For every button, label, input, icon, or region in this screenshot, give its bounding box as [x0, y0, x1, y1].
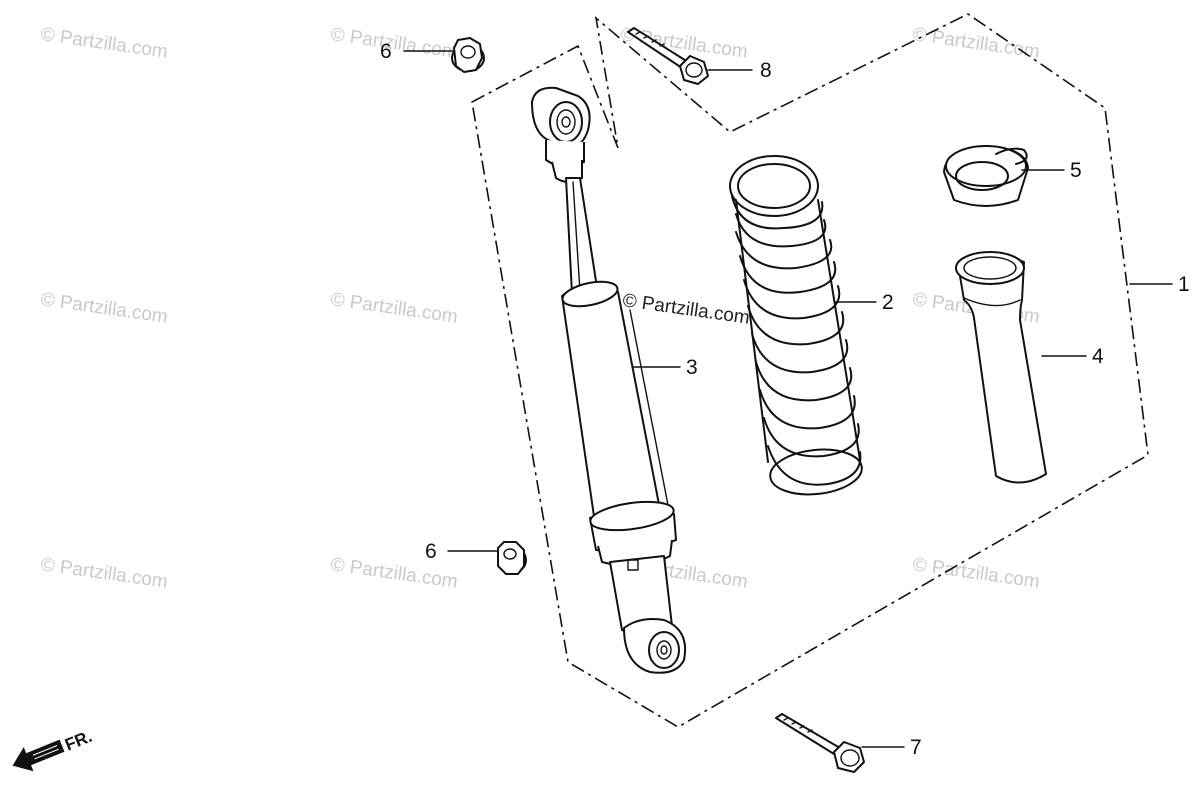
arrow-left-icon [12, 739, 65, 772]
leader-lines [403, 50, 1173, 748]
watermark-center: © Partzilla.com [621, 290, 751, 329]
watermark: © Partzilla.com [329, 24, 459, 63]
front-label: FR. [62, 727, 95, 755]
front-direction-indicator: FR. [12, 727, 95, 772]
stopper-ring [943, 145, 1029, 207]
assembly-outline [471, 13, 1149, 728]
bolt-upper [627, 27, 709, 85]
flange-nut-lower [497, 541, 527, 575]
callout-1: 1 [1178, 273, 1190, 296]
callout-labels: 1 2 3 4 5 6 6 7 8 [380, 40, 1190, 759]
callout-2: 2 [882, 291, 894, 314]
callout-5: 5 [1070, 159, 1082, 182]
callout-7: 7 [910, 736, 922, 759]
shock-absorber [531, 86, 686, 674]
bolt-lower [775, 713, 865, 773]
watermark: © Partzilla.com [329, 289, 459, 328]
flange-nut-upper [451, 37, 485, 73]
callout-6-upper: 6 [380, 40, 392, 63]
spring [729, 155, 863, 496]
callout-3: 3 [686, 356, 698, 379]
callout-8: 8 [760, 59, 772, 82]
watermark: © Partzilla.com [329, 554, 459, 593]
watermark: © Partzilla.com [911, 24, 1041, 63]
watermark: © Partzilla.com [911, 554, 1041, 593]
watermark: © Partzilla.com [39, 24, 169, 63]
callout-4: 4 [1092, 345, 1104, 368]
watermark: © Partzilla.com [39, 554, 169, 593]
dust-sleeve [955, 251, 1047, 484]
watermark: © Partzilla.com [39, 289, 169, 328]
callout-6-lower: 6 [425, 540, 437, 563]
